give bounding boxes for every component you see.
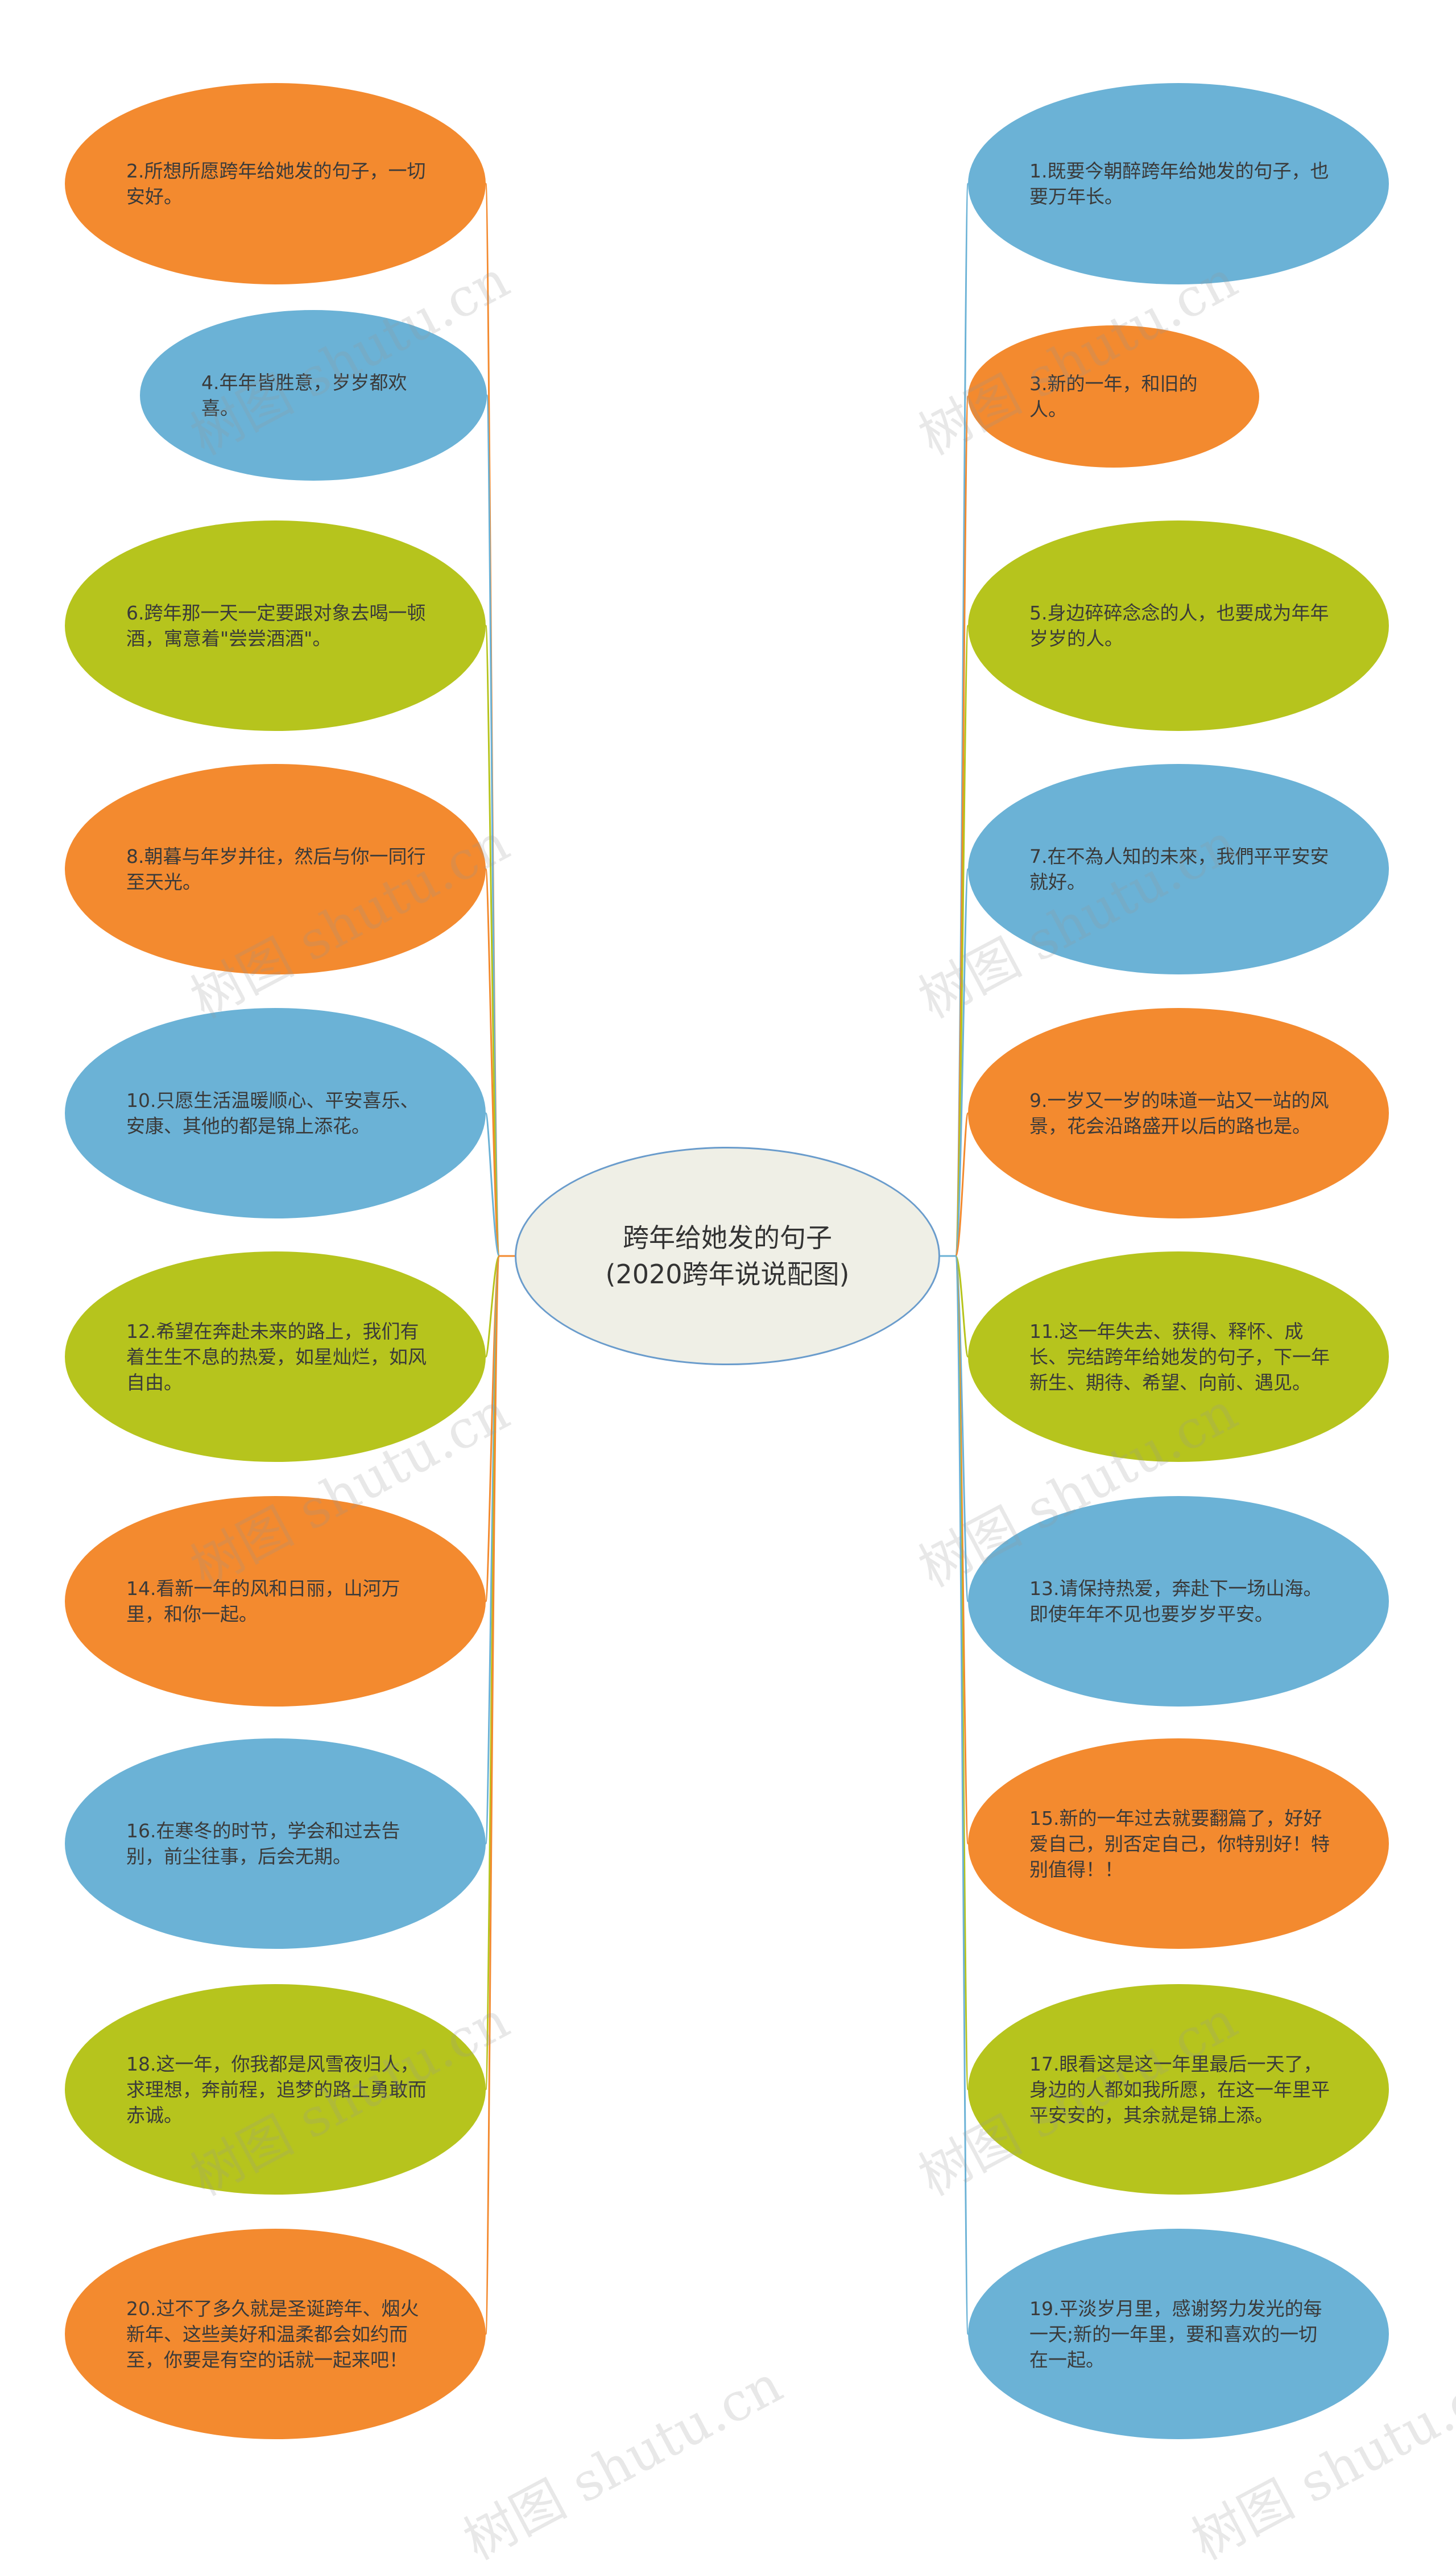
- right-topic-node[interactable]: 11.这一年失去、获得、释怀、成长、完结跨年给她发的句子，下一年新生、期待、希望…: [968, 1251, 1389, 1462]
- center-topic-label: 跨年给她发的句子(2020跨年说说配图): [605, 1222, 850, 1290]
- right-topic-text: 3.新的一年，和旧的人。: [1029, 373, 1198, 420]
- right-connector: [940, 1255, 969, 1358]
- left-connector: [485, 1255, 515, 1602]
- left-topic-text: 8.朝暮与年岁并往，然后与你一同行至天光。: [126, 845, 426, 893]
- right-topic-text: 7.在不為人知的未來，我們平平安安就好。: [1029, 845, 1329, 893]
- center-topic[interactable]: 跨年给她发的句子(2020跨年说说配图): [515, 1147, 940, 1365]
- left-topic-node[interactable]: 20.过不了多久就是圣诞跨年、烟火新年、这些美好和温柔都会如约而至，你要是有空的…: [65, 2229, 486, 2439]
- right-connector: [940, 1255, 969, 2335]
- left-topic-text: 16.在寒冬的时节，学会和过去告别，前尘往事，后会无期。: [126, 1820, 400, 1868]
- left-topic-text: 14.看新一年的风和日丽，山河万里，和你一起。: [126, 1577, 400, 1625]
- left-topic-node[interactable]: 14.看新一年的风和日丽，山河万里，和你一起。: [65, 1496, 486, 1707]
- left-connector: [485, 1255, 515, 2335]
- right-topic-text: 13.请保持热爱，奔赴下一场山海。即使年年不见也要岁岁平安。: [1029, 1577, 1322, 1625]
- left-topic-text: 18.这一年，你我都是风雪夜归人，求理想，奔前程，追梦的路上勇敢而赤诚。: [126, 2052, 427, 2126]
- left-topic-text: 12.希望在奔赴未来的路上，我们有着生生不息的热爱，如星灿烂，如风自由。: [126, 1320, 427, 1394]
- left-topic-node[interactable]: 2.所想所愿跨年给她发的句子，一切安好。: [65, 83, 486, 284]
- right-topic-text: 19.平淡岁月里，感谢努力发光的每一天;新的一年里，要和喜欢的一切在一起。: [1029, 2297, 1322, 2371]
- left-topic-text: 6.跨年那一天一定要跟对象去喝一顿酒，寓意着"尝尝酒酒"。: [126, 602, 426, 650]
- right-topic-text: 11.这一年失去、获得、释怀、成长、完结跨年给她发的句子，下一年新生、期待、希望…: [1029, 1320, 1330, 1394]
- right-topic-text: 9.一岁又一岁的味道一站又一站的风景，花会沿路盛开以后的路也是。: [1029, 1089, 1329, 1137]
- right-topic-text: 5.身边碎碎念念的人，也要成为年年岁岁的人。: [1029, 602, 1329, 650]
- left-topic-text: 10.只愿生活温暖顺心、平安喜乐、安康、其他的都是锦上添花。: [126, 1089, 419, 1137]
- left-topic-text: 2.所想所愿跨年给她发的句子，一切安好。: [126, 160, 426, 208]
- right-topic-node[interactable]: 1.既要今朝醉跨年给她发的句子，也要万年长。: [968, 83, 1389, 284]
- right-topic-text: 1.既要今朝醉跨年给她发的句子，也要万年长。: [1029, 160, 1329, 208]
- right-topic-node[interactable]: 9.一岁又一岁的味道一站又一站的风景，花会沿路盛开以后的路也是。: [968, 1008, 1389, 1218]
- left-topic-node[interactable]: 10.只愿生活温暖顺心、平安喜乐、安康、其他的都是锦上添花。: [65, 1008, 486, 1218]
- connector-lines: [485, 183, 969, 2335]
- left-topic-node[interactable]: 8.朝暮与年岁并往，然后与你一同行至天光。: [65, 764, 486, 974]
- right-topic-node[interactable]: 19.平淡岁月里，感谢努力发光的每一天;新的一年里，要和喜欢的一切在一起。: [968, 2229, 1389, 2439]
- left-connector: [485, 868, 515, 1257]
- left-connector: [486, 394, 515, 1257]
- right-connector: [940, 1112, 969, 1257]
- right-connector: [940, 1255, 969, 1602]
- left-topic-text: 20.过不了多久就是圣诞跨年、烟火新年、这些美好和温柔都会如约而至，你要是有空的…: [126, 2297, 419, 2371]
- left-topic-node[interactable]: 18.这一年，你我都是风雪夜归人，求理想，奔前程，追梦的路上勇敢而赤诚。: [65, 1984, 486, 2195]
- right-topic-node[interactable]: 13.请保持热爱，奔赴下一场山海。即使年年不见也要岁岁平安。: [968, 1496, 1389, 1707]
- left-topic-node[interactable]: 12.希望在奔赴未来的路上，我们有着生生不息的热爱，如星灿烂，如风自由。: [65, 1251, 486, 1462]
- right-connector: [940, 868, 969, 1257]
- left-connector: [485, 183, 515, 1257]
- left-topic-node[interactable]: 6.跨年那一天一定要跟对象去喝一顿酒，寓意着"尝尝酒酒"。: [65, 520, 486, 731]
- right-topic-text: 17.眼看这是这一年里最后一天了，身边的人都如我所愿，在这一年里平平安安的，其余…: [1029, 2052, 1330, 2126]
- right-topic-text: 15.新的一年过去就要翻篇了，好好爱自己，别否定自己，你特别好！特别值得！！: [1029, 1807, 1330, 1881]
- left-connector: [485, 1112, 515, 1257]
- left-connector: [485, 1255, 515, 1358]
- left-topic-text: 4.年年皆胜意，岁岁都欢喜。: [201, 371, 407, 419]
- right-topic-node[interactable]: 15.新的一年过去就要翻篇了，好好爱自己，别否定自己，你特别好！特别值得！！: [968, 1738, 1389, 1949]
- right-topic-node[interactable]: 3.新的一年，和旧的人。: [968, 325, 1259, 468]
- left-topic-node[interactable]: 4.年年皆胜意，岁岁都欢喜。: [140, 310, 487, 481]
- left-topic-node[interactable]: 16.在寒冬的时节，学会和过去告别，前尘往事，后会无期。: [65, 1738, 486, 1949]
- right-topic-node[interactable]: 7.在不為人知的未來，我們平平安安就好。: [968, 764, 1389, 974]
- right-topic-node[interactable]: 5.身边碎碎念念的人，也要成为年年岁岁的人。: [968, 520, 1389, 731]
- right-topic-node[interactable]: 17.眼看这是这一年里最后一天了，身边的人都如我所愿，在这一年里平平安安的，其余…: [968, 1984, 1389, 2195]
